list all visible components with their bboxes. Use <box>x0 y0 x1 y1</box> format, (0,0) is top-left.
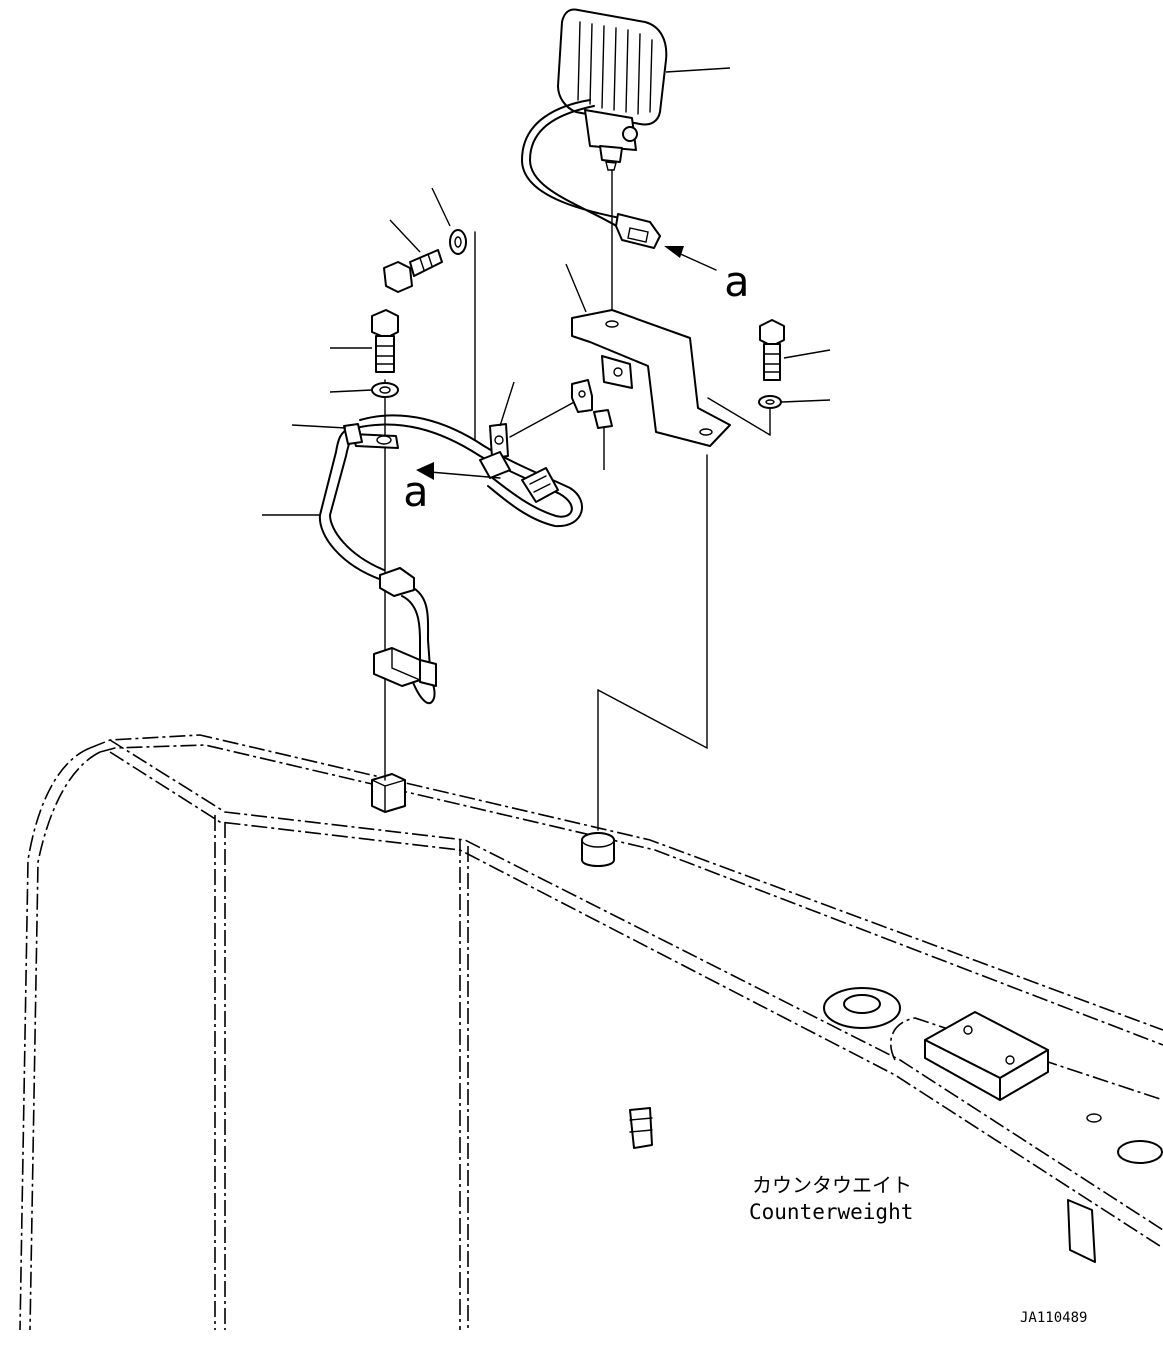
wire-harness <box>318 414 583 705</box>
washer-right <box>758 395 782 409</box>
arrow-a-left <box>416 462 501 480</box>
lamp-cable <box>521 99 661 249</box>
harness-clamp-ring <box>343 423 399 449</box>
bolt-left <box>371 309 399 373</box>
arrow-a-left-label: a <box>403 467 428 516</box>
harness-clip-mid <box>479 423 511 479</box>
washer-upper <box>449 229 467 255</box>
counterweight-outline <box>19 734 1163 1331</box>
drawing-code: JA110489 <box>1020 1310 1087 1326</box>
mount-boss-round <box>581 832 615 867</box>
mount-boss-square <box>371 773 406 813</box>
harness-connector-bottom <box>373 647 437 687</box>
counterweight-block <box>924 1011 1049 1101</box>
callout-leaders <box>262 67 831 516</box>
bolt-right <box>759 319 785 381</box>
counterweight-holes <box>1067 1113 1163 1263</box>
arrow-a-top <box>664 246 717 271</box>
washer-left <box>371 382 399 398</box>
counterweight-label-en: Counterweight <box>749 1200 913 1224</box>
work-lamp <box>557 8 668 171</box>
arrow-a-top-label: a <box>724 257 749 306</box>
counterweight-clip <box>629 1107 653 1149</box>
harness-connector-lower <box>379 567 415 597</box>
counterweight-label-jp: カウンタウエイト <box>752 1173 912 1197</box>
lamp-bracket <box>571 309 731 447</box>
ground-terminal <box>571 379 613 429</box>
counterweight-pad <box>823 987 901 1029</box>
harness-connector-mid <box>521 467 559 503</box>
bolt-upper <box>383 249 443 293</box>
